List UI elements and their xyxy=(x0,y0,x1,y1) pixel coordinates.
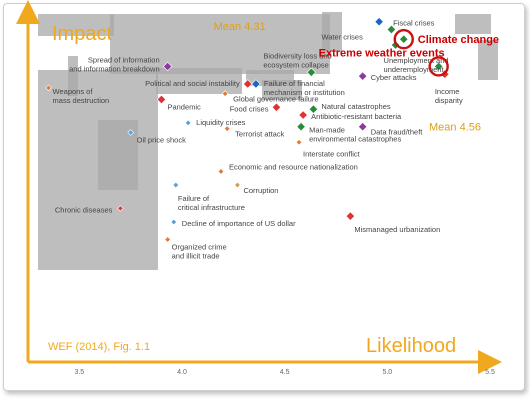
point-organized-crime-and-illicit-trade xyxy=(164,236,171,243)
label-terrorist-attack: Terrorist attack xyxy=(235,130,284,139)
x-axis-label: Likelihood xyxy=(366,335,456,357)
point-food-crises xyxy=(271,102,282,112)
x-tick-label: 4.0 xyxy=(177,369,187,376)
point-man-made-environmental-catastrophes xyxy=(296,122,306,132)
x-ticks: 3.5 4.0 4.5 5.0 5.5 xyxy=(74,369,495,376)
point-chronic-diseases xyxy=(117,205,124,212)
point-cyber-attacks xyxy=(358,71,368,81)
point-natural-catastrophes xyxy=(308,104,319,114)
point-global-governance-failure xyxy=(221,90,229,97)
label-oil-price-shock: Oil price shock xyxy=(137,136,186,145)
label-decline-of-importance-of-us-dollar: Decline of importance of US dollar xyxy=(182,219,296,228)
point-data-fraud-theft xyxy=(358,122,368,132)
mean-y-label: Mean 4.56 xyxy=(429,122,481,134)
occlusion-block xyxy=(322,12,342,52)
y-axis-label: Impact xyxy=(52,23,112,45)
label-data-fraud-theft: Data fraud/theft xyxy=(371,128,424,137)
x-tick-label: 5.5 xyxy=(485,369,495,376)
data-points xyxy=(45,17,450,243)
point-pandemic xyxy=(156,94,167,105)
point-oil-price-shock xyxy=(127,129,134,136)
label-corruption: Corruption xyxy=(243,186,278,195)
mean-x-label: Mean 4.31 xyxy=(214,21,266,33)
point-liquidity-crises xyxy=(184,119,192,127)
point-corruption xyxy=(234,181,241,189)
label-cyber-attacks: Cyber attacks xyxy=(371,73,417,82)
occlusion-block xyxy=(478,40,498,80)
occlusion-layer xyxy=(38,12,498,270)
occlusion-block xyxy=(262,80,302,100)
label-chronic-diseases: Chronic diseases xyxy=(55,205,113,214)
occlusion-block xyxy=(98,120,138,190)
point-spread-of-information-and-information-breakdown xyxy=(162,61,173,72)
label-pandemic: Pandemic xyxy=(167,103,201,112)
point-political-and-social-instability xyxy=(243,79,253,89)
point-fiscal-crises xyxy=(374,17,384,27)
highlight-ring-extreme-weather-events xyxy=(428,56,449,77)
label-economic-and-resource-nationalization: Economic and resource nationalization xyxy=(229,162,358,171)
label-fiscal-crises: Fiscal crises xyxy=(393,19,435,28)
label-mismanaged-urbanization: Mismanaged urbanization xyxy=(354,225,440,234)
point-mismanaged-urbanization xyxy=(345,211,356,221)
occlusion-block xyxy=(156,68,242,94)
point-extreme-weather-events xyxy=(433,61,444,72)
occlusion-block xyxy=(110,14,330,74)
label-food-crises: Food crises xyxy=(230,104,269,113)
label-water-crises: Water crises xyxy=(321,33,363,42)
point-biodiversity-loss-and-ecosystem-collapse xyxy=(306,67,317,77)
label-antibiotic-resistant-bacteria: Antibiotic-resistant bacteria xyxy=(311,112,402,121)
label-liquidity-crises: Liquidity crises xyxy=(196,118,245,127)
point-failure-of-financial-mechanism-or-institution xyxy=(251,79,261,89)
point-economic-and-resource-nationalization xyxy=(217,168,225,175)
point-antibiotic-resistant-bacteria xyxy=(298,110,308,120)
occlusion-block xyxy=(38,14,114,36)
occlusion-block xyxy=(455,14,491,34)
point-decline-of-importance-of-us-dollar xyxy=(170,218,178,226)
label-political-and-social-instability: Political and social instability xyxy=(145,79,240,88)
x-tick-label: 4.5 xyxy=(280,369,290,376)
label-climate-change: Climate change xyxy=(418,34,499,46)
point-interstate-conflict xyxy=(295,139,303,146)
point-climate-change xyxy=(399,34,409,44)
label-extreme-weather-events: Extreme weather events xyxy=(319,47,445,59)
label-natural-catastrophes: Natural catastrophes xyxy=(321,102,390,111)
point-terrorist-attack xyxy=(223,125,231,132)
x-tick-label: 5.0 xyxy=(382,369,392,376)
label-global-governance-failure: Global governance failure xyxy=(233,95,318,104)
label-interstate-conflict: Interstate conflict xyxy=(303,149,361,158)
x-tick-label: 3.5 xyxy=(74,369,84,376)
point-failure-of-critical-infrastructure xyxy=(172,181,180,189)
point-weapons-of-mass-destruction xyxy=(45,84,52,92)
source-label: WEF (2014), Fig. 1.1 xyxy=(48,341,150,353)
point-water-crises xyxy=(386,24,397,35)
highlight-ring-climate-change xyxy=(393,29,414,50)
